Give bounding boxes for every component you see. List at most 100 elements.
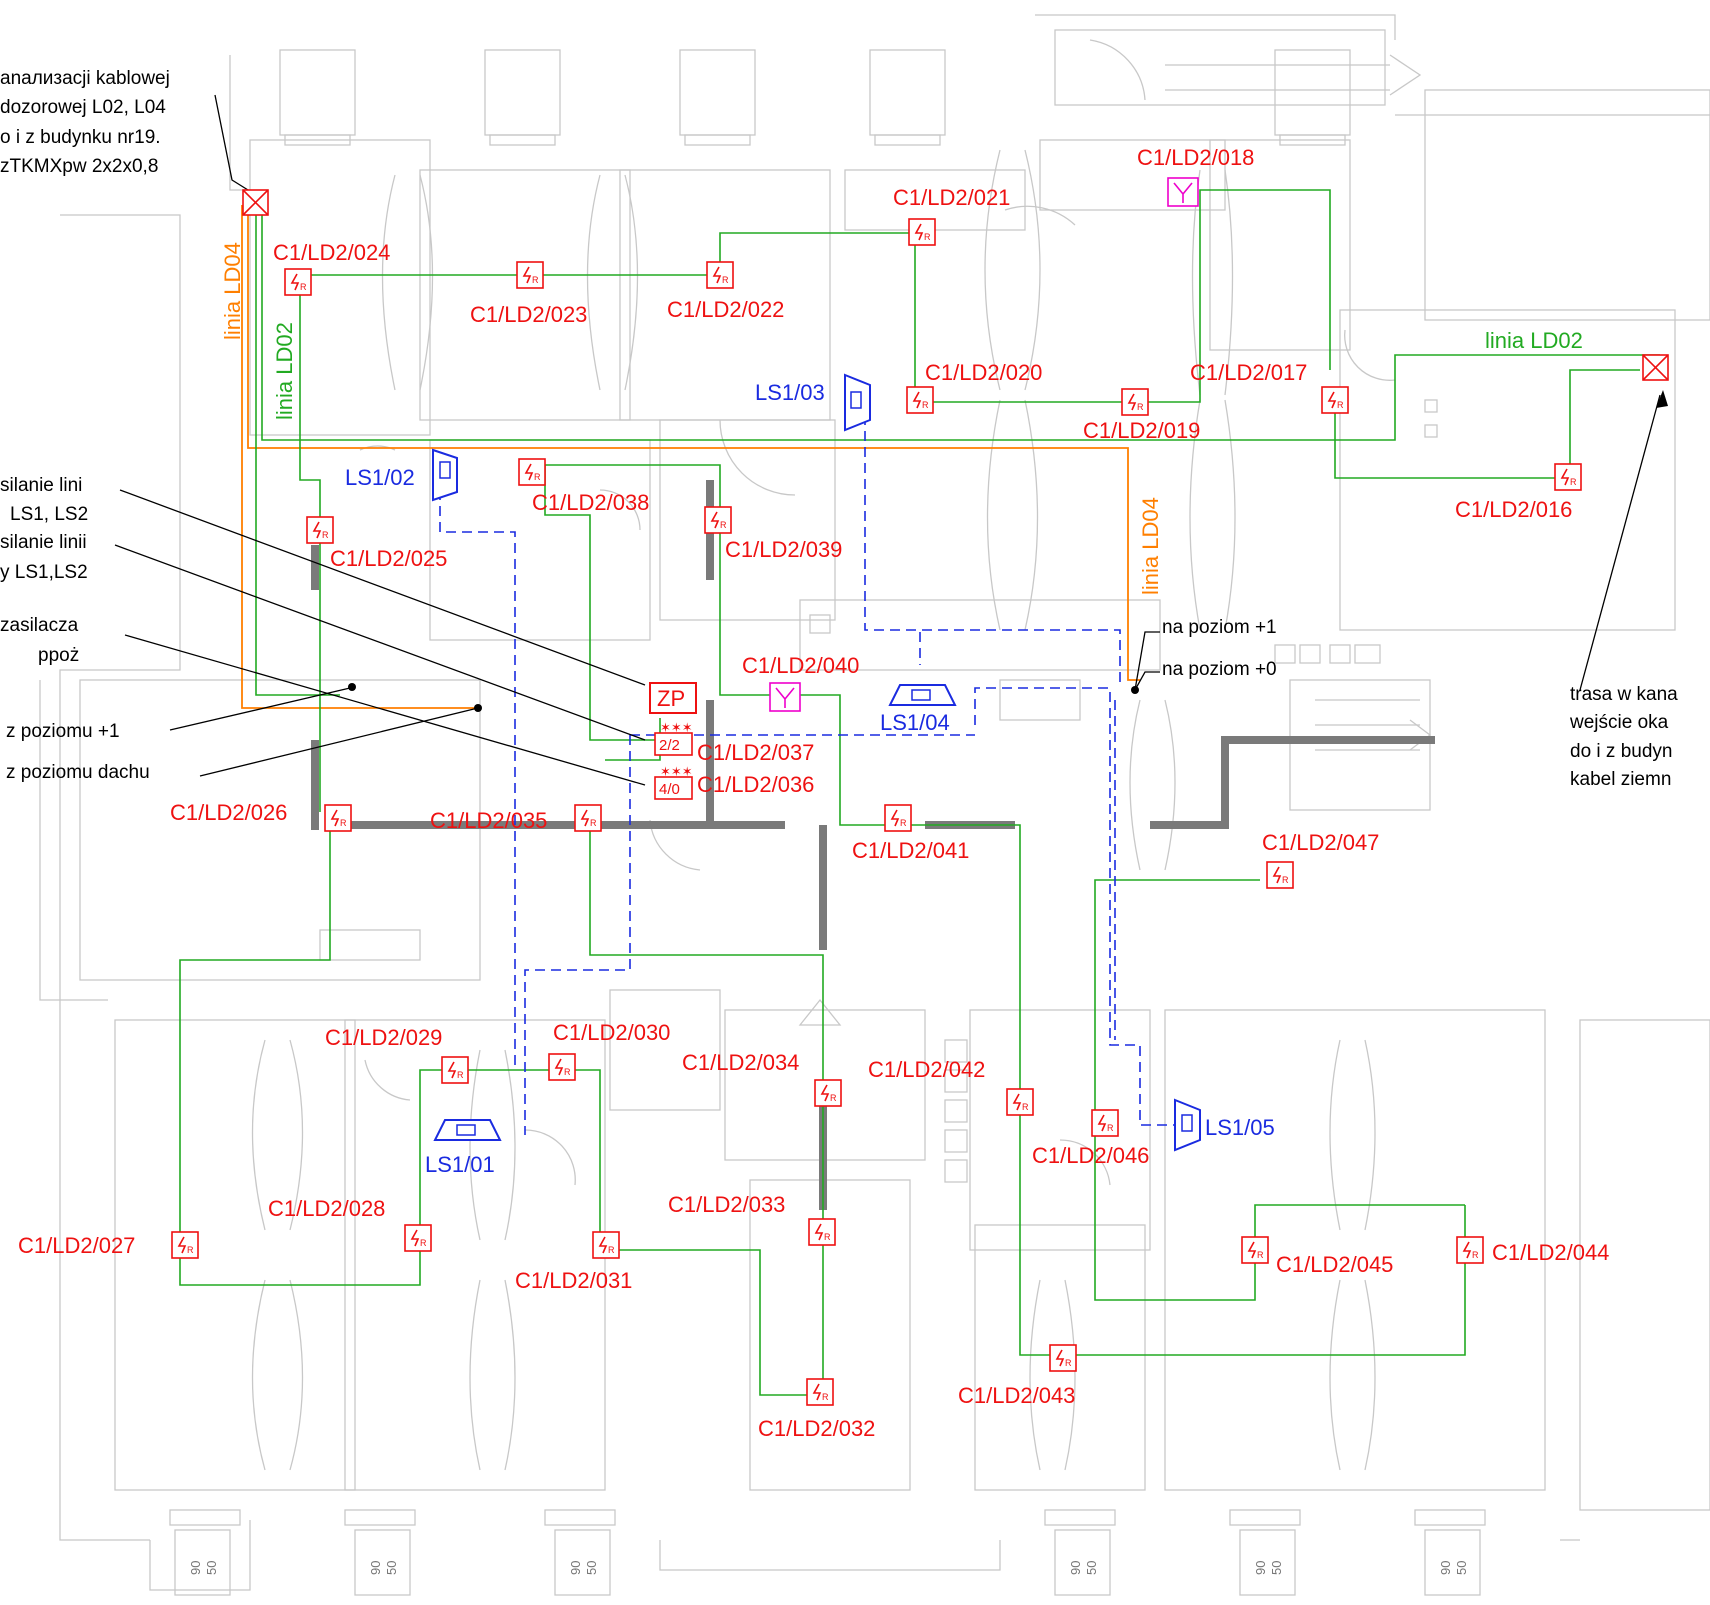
detector-icon: R xyxy=(1456,1236,1484,1264)
module-036-label: 4/0 xyxy=(659,781,680,798)
svg-text:R: R xyxy=(1065,1358,1072,1368)
detector-icon: R xyxy=(704,506,732,534)
note-from-level: z poziomu +1 xyxy=(6,721,120,742)
label-023: C1/LD2/023 xyxy=(470,302,587,327)
svg-text:✶✶✶: ✶✶✶ xyxy=(660,720,693,735)
siren-icon xyxy=(433,1119,502,1141)
detector-icon: R xyxy=(516,261,544,289)
detector-icon: R xyxy=(1049,1344,1077,1372)
label-042: C1/LD2/042 xyxy=(868,1057,985,1082)
label-038: C1/LD2/038 xyxy=(532,490,649,515)
label-025: C1/LD2/025 xyxy=(330,546,447,571)
note-top-left: anализacji kablowej dozorowej L02, L04 o… xyxy=(0,68,170,177)
zp-label: ZP xyxy=(657,686,685,711)
detector-icon: R xyxy=(324,804,352,832)
svg-text:R: R xyxy=(1137,402,1144,412)
label-026: C1/LD2/026 xyxy=(170,800,287,825)
svg-text:R: R xyxy=(457,1070,464,1080)
svg-text:R: R xyxy=(322,530,329,540)
detector-icon: R xyxy=(1121,388,1149,416)
svg-text:R: R xyxy=(722,275,729,285)
label-033: C1/LD2/033 xyxy=(668,1192,785,1217)
note-line: zasilacza xyxy=(0,615,79,636)
detector-icon: R xyxy=(1241,1236,1269,1264)
svg-text:R: R xyxy=(300,282,307,292)
zp-panel: ZP xyxy=(649,682,697,714)
svg-text:R: R xyxy=(1337,400,1344,410)
siren-icon xyxy=(844,373,871,432)
detector-icon: R xyxy=(574,804,602,832)
label-028: C1/LD2/028 xyxy=(268,1196,385,1221)
label-040: C1/LD2/040 xyxy=(742,653,859,678)
label-030: C1/LD2/030 xyxy=(553,1020,670,1045)
note-level-up: na poziom +1 xyxy=(1162,617,1277,638)
label-047: C1/LD2/047 xyxy=(1262,830,1379,855)
note-line: do i z budyn xyxy=(1570,741,1672,762)
detector-icon: R xyxy=(171,1231,199,1259)
note-from-roof: z poziomu dachu xyxy=(6,762,150,783)
svg-text:R: R xyxy=(564,1067,571,1077)
line-label-ld04-right: linia LD04 xyxy=(1138,497,1163,595)
label-ls1-02: LS1/02 xyxy=(345,465,415,490)
svg-text:90: 90 xyxy=(1438,1561,1453,1575)
svg-text:R: R xyxy=(340,818,347,828)
svg-text:R: R xyxy=(1107,1123,1114,1133)
svg-text:50: 50 xyxy=(1454,1561,1469,1575)
label-035: C1/LD2/035 xyxy=(430,808,547,833)
note-line: zTKMXpw 2x2x0,8 xyxy=(0,156,158,177)
label-017: C1/LD2/017 xyxy=(1190,360,1307,385)
svg-text:50: 50 xyxy=(204,1561,219,1575)
note-line: kabel ziemn xyxy=(1570,769,1671,790)
svg-text:R: R xyxy=(534,472,541,482)
svg-text:90: 90 xyxy=(188,1561,203,1575)
detector-icon: R xyxy=(806,1378,834,1406)
svg-text:90: 90 xyxy=(368,1561,383,1575)
label-019: C1/LD2/019 xyxy=(1083,418,1200,443)
svg-text:50: 50 xyxy=(584,1561,599,1575)
svg-text:R: R xyxy=(532,275,539,285)
note-power: silanie lini LS1, LS2 silanie linii y LS… xyxy=(0,475,150,783)
note-line: LS1, LS2 xyxy=(10,504,88,525)
leader-lines xyxy=(114,94,1668,786)
detector-icon: R xyxy=(1091,1109,1119,1137)
label-039: C1/LD2/039 xyxy=(725,537,842,562)
junction-box-left xyxy=(242,189,269,216)
detector-icon: R xyxy=(814,1079,842,1107)
detector-icon: R xyxy=(1266,861,1294,889)
detector-icon: R xyxy=(1321,386,1349,414)
note-level-down: na poziom +0 xyxy=(1162,659,1277,680)
svg-text:R: R xyxy=(830,1093,837,1103)
note-line: anализacji kablowej xyxy=(0,68,170,89)
label-ls1-03: LS1/03 xyxy=(755,380,825,405)
window-marks: 90 50 90 50 90 50 90 50 90 50 90 50 xyxy=(188,1561,1469,1575)
svg-text:R: R xyxy=(608,1245,615,1255)
label-022: C1/LD2/022 xyxy=(667,297,784,322)
detector-labels: C1/LD2/016 C1/LD2/017 C1/LD2/018 C1/LD2/… xyxy=(18,145,1609,1441)
line-label-ld04-left: linia LD04 xyxy=(220,242,245,340)
svg-text:R: R xyxy=(822,1392,829,1402)
antenna-icon xyxy=(769,682,801,712)
svg-text:50: 50 xyxy=(1084,1561,1099,1575)
svg-text:R: R xyxy=(1022,1102,1029,1112)
svg-text:R: R xyxy=(900,818,907,828)
module-036: ✶✶✶ 4/0 xyxy=(654,764,693,800)
siren-icon xyxy=(888,684,957,706)
label-021: C1/LD2/021 xyxy=(893,185,1010,210)
detector-icon: R xyxy=(906,386,934,414)
detector-icon: R xyxy=(884,804,912,832)
detector-icon: R xyxy=(284,268,312,296)
label-041: C1/LD2/041 xyxy=(852,838,969,863)
label-045: C1/LD2/045 xyxy=(1276,1252,1393,1277)
note-line: dozorowej L02, L04 xyxy=(0,97,166,118)
siren-icon xyxy=(1174,1098,1201,1152)
svg-text:R: R xyxy=(420,1238,427,1248)
svg-text:90: 90 xyxy=(568,1561,583,1575)
label-016: C1/LD2/016 xyxy=(1455,497,1572,522)
svg-text:R: R xyxy=(1570,477,1577,487)
note-line: y LS1,LS2 xyxy=(0,562,88,583)
detector-icon: R xyxy=(1554,463,1582,491)
label-044: C1/LD2/044 xyxy=(1492,1240,1609,1265)
detector-icon: R xyxy=(441,1056,469,1084)
